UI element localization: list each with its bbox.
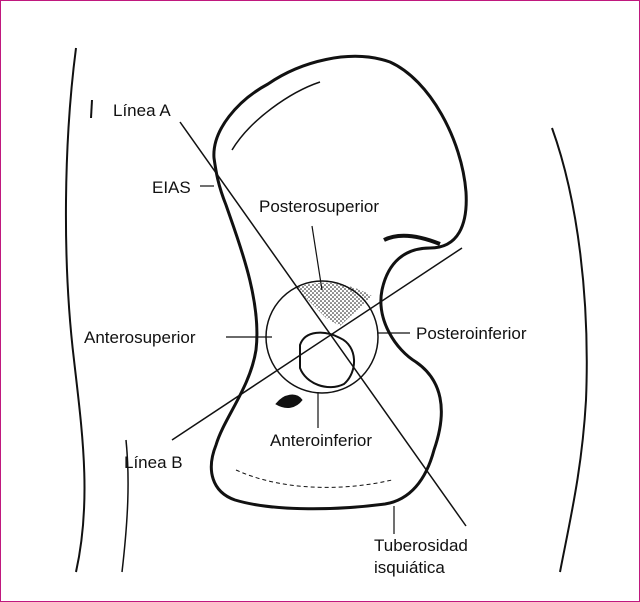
label-eias: EIAS xyxy=(152,178,191,197)
small-mark xyxy=(91,100,92,118)
label-tuberosity-line1: Tuberosidad xyxy=(374,536,468,555)
body-outline-right xyxy=(552,128,587,572)
label-tuberosity-line2: isquiática xyxy=(374,558,445,577)
label-anterosuperior: Anterosuperior xyxy=(84,328,196,347)
label-posterosuperior: Posterosuperior xyxy=(259,197,379,216)
body-outline-left xyxy=(66,48,85,572)
label-posteroinferior: Posteroinferior xyxy=(416,324,527,343)
label-line-b: Línea B xyxy=(124,453,183,472)
label-line-a: Línea A xyxy=(113,101,171,120)
label-anteroinferior: Anteroinferior xyxy=(270,431,372,450)
